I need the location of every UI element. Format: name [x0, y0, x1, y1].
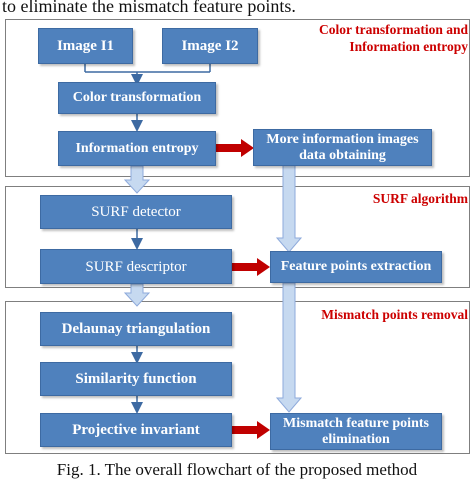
image-i1-box: Image I1 — [38, 28, 133, 64]
figure-caption: Fig. 1. The overall flowchart of the pro… — [56, 460, 418, 479]
surf-descriptor-box: SURF descriptor — [40, 249, 232, 284]
panel-title-surf: SURF algorithm — [372, 191, 468, 206]
delaunay-triangulation-box: Delaunay triangulation — [40, 312, 232, 346]
surf-detector-box: SURF detector — [40, 195, 232, 229]
projective-invariant-box: Projective invariant — [40, 413, 232, 447]
similarity-function-box: Similarity function — [40, 362, 232, 396]
intro-text: to eliminate the mismatch feature points… — [2, 0, 296, 16]
mismatch-elimination-line2: elimination — [322, 431, 390, 447]
image-i2-box: Image I2 — [162, 28, 258, 64]
color-transformation-box: Color transformation — [58, 82, 216, 114]
information-entropy-box: Information entropy — [58, 131, 216, 166]
panel-title-mismatch: Mismatch points removal — [321, 307, 468, 322]
mismatch-elimination-line1: Mismatch feature points — [283, 415, 429, 431]
feature-points-extraction-box: Feature points extraction — [270, 251, 442, 283]
more-information-box: More information images data obtaining — [253, 129, 432, 166]
mismatch-elimination-box: Mismatch feature points elimination — [270, 413, 442, 450]
panel-title-color-entropy: Color transformation and Information ent… — [319, 21, 468, 55]
panel-title-line1: Color transformation and — [318, 22, 468, 37]
more-information-line1: More information images — [266, 131, 419, 147]
more-information-line2: data obtaining — [299, 147, 386, 163]
panel-title-line2: Information entropy — [349, 39, 468, 54]
